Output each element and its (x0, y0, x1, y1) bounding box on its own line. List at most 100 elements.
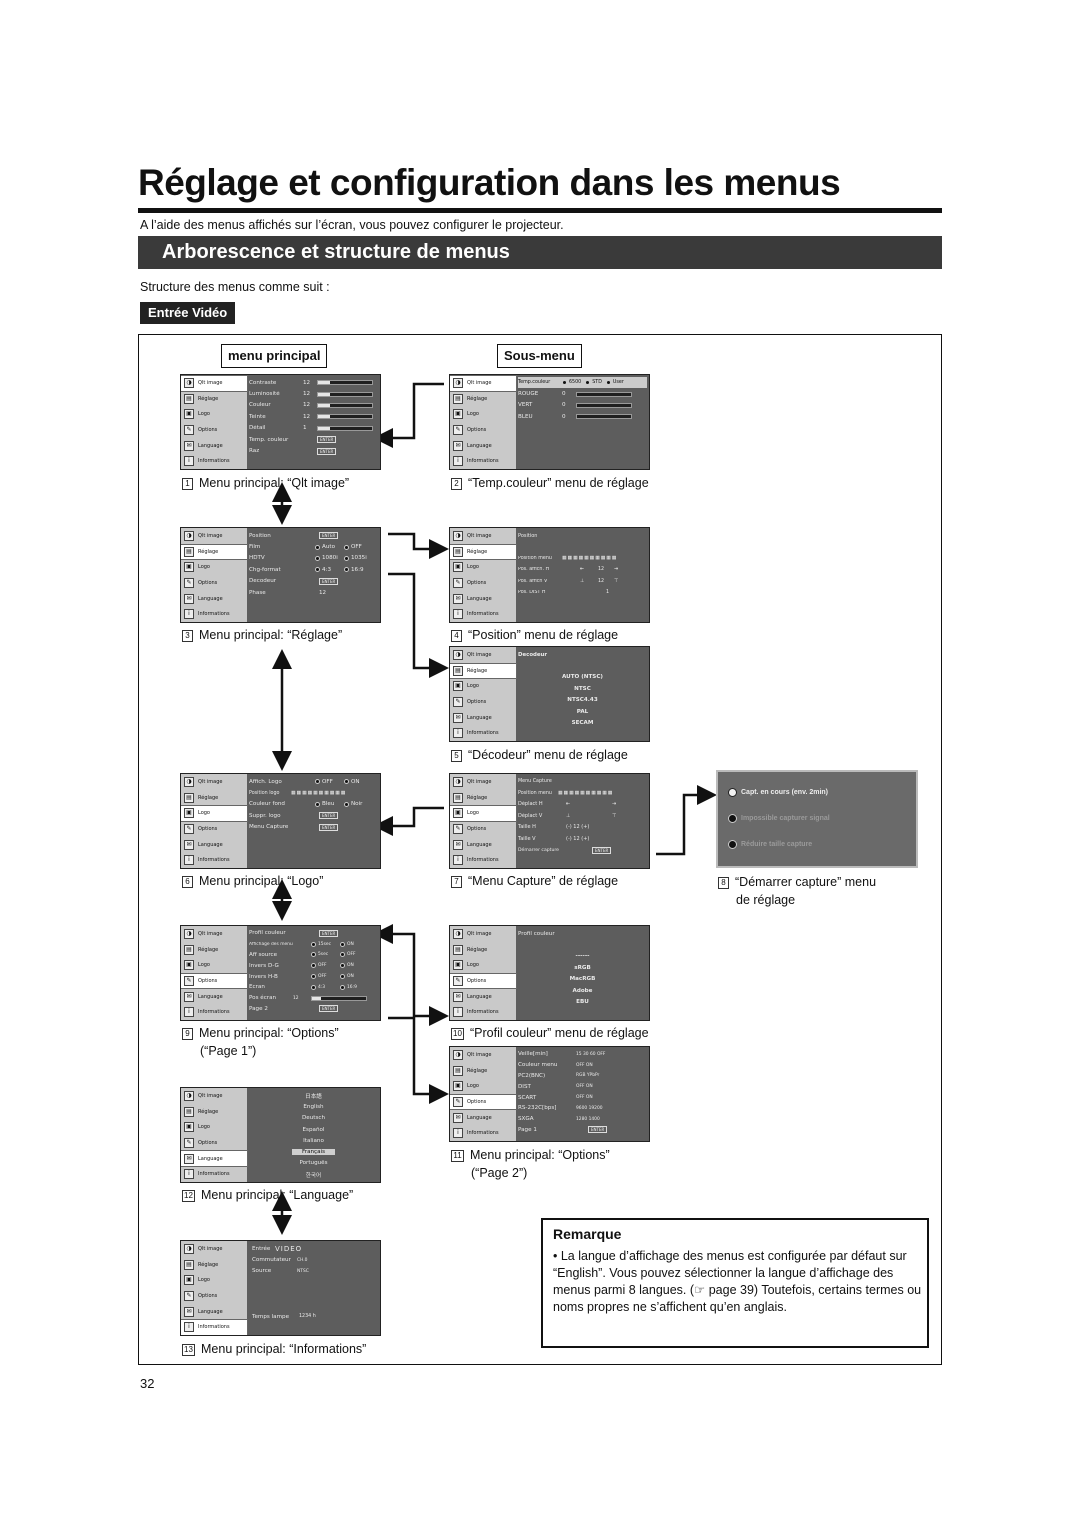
info-icon: i (453, 855, 463, 866)
picture-icon: ◑ (184, 777, 194, 788)
screen-options-page1: ◑Qlt image▤Réglage▣Logo✎Options✉Language… (180, 925, 381, 1021)
wrench-icon: ✎ (453, 976, 463, 987)
logo-icon: ▣ (184, 808, 194, 819)
screen-options-page2: ◑Qlt image▤Réglage▣Logo✎Options✉Language… (449, 1046, 650, 1142)
screen-reglage: ◑Qlt image▤Réglage▣Logo✎Options✉Language… (180, 527, 381, 623)
info-icon: i (184, 456, 194, 467)
wrench-icon: ✎ (184, 1138, 194, 1149)
menu-row-label: Détail (249, 425, 266, 432)
language-icon: ✉ (184, 991, 194, 1002)
adjust-icon: ▤ (453, 944, 463, 955)
screen-position: ◑Qlt image▤Réglage▣Logo✎Options✉Language… (449, 527, 650, 623)
wrench-icon: ✎ (184, 425, 194, 436)
section-title: Arborescence et structure de menus (162, 241, 510, 263)
info-icon: i (184, 1169, 194, 1180)
adjust-icon: ▤ (184, 393, 194, 404)
caption-4: 4“Position” menu de réglage (451, 626, 618, 644)
caption-7: 7“Menu Capture” de réglage (451, 872, 618, 890)
language-icon: ✉ (184, 1153, 194, 1164)
picture-icon: ◑ (184, 531, 194, 542)
language-icon: ✉ (453, 991, 463, 1002)
info-icon: i (184, 1322, 194, 1333)
wrench-icon: ✎ (453, 425, 463, 436)
menu-row-label: Temp. couleur (249, 436, 289, 443)
language-icon: ✉ (184, 839, 194, 850)
logo-icon: ▣ (184, 562, 194, 573)
screen-capture-status: Capt. en cours (env. 2min) Impossible ca… (716, 770, 918, 868)
language-icon: ✉ (453, 440, 463, 451)
screen-profil-couleur: ◑Qlt image▤Réglage▣Logo✎Options✉Language… (449, 925, 650, 1021)
caption-10: 10“Profil couleur” menu de réglage (451, 1024, 649, 1042)
menu-tree-frame (138, 334, 942, 1365)
menu-row-label: Contraste (249, 379, 277, 386)
wrench-icon: ✎ (184, 1291, 194, 1302)
logo-icon: ▣ (453, 409, 463, 420)
logo-icon: ▣ (184, 1122, 194, 1133)
nav-reglage: ▤Réglage (181, 392, 247, 407)
section-bar: Arborescence et structure de menus (138, 236, 942, 269)
picture-icon: ◑ (453, 1050, 463, 1061)
remark-text: • La langue d’affichage des menus est co… (553, 1249, 922, 1314)
menu-row-label: Raz (249, 448, 260, 455)
logo-icon: ▣ (184, 960, 194, 971)
wrench-icon: ✎ (184, 578, 194, 589)
logo-icon: ▣ (453, 960, 463, 971)
caption-5: 5“Décodeur” menu de réglage (451, 746, 628, 764)
adjust-icon: ▤ (453, 1065, 463, 1076)
picture-icon: ◑ (184, 378, 194, 389)
menu-row-label: Luminosité (249, 391, 280, 398)
screen-logo: ◑Qlt image▤Réglage▣Logo✎Options✉Language… (180, 773, 381, 869)
screen-informations: ◑Qlt image▤Réglage▣Logo✎Options✉Language… (180, 1240, 381, 1336)
wrench-icon: ✎ (184, 976, 194, 987)
info-icon: i (453, 1128, 463, 1139)
adjust-icon: ▤ (184, 546, 194, 557)
picture-icon: ◑ (453, 650, 463, 661)
wrench-icon: ✎ (453, 1097, 463, 1108)
screen-qlt-image: ◑Qlt image▤Réglage▣Logo✎Options✉Language… (180, 374, 381, 470)
logo-icon: ▣ (453, 681, 463, 692)
screen-menu-capture: ◑Qlt image▤Réglage▣Logo✎Options✉Language… (449, 773, 650, 869)
wrench-icon: ✎ (453, 824, 463, 835)
wrench-icon: ✎ (453, 578, 463, 589)
main-menu-label: menu principal (221, 344, 328, 368)
remark-box: Remarque • La langue d’affichage des men… (541, 1218, 929, 1348)
sub-menu-label: Sous-menu (497, 344, 582, 368)
info-icon: i (184, 855, 194, 866)
picture-icon: ◑ (453, 777, 463, 788)
picture-icon: ◑ (184, 1244, 194, 1255)
intro-text: A l’aide des menus affichés sur l’écran,… (140, 218, 564, 232)
structure-text: Structure des menus comme suit : (140, 280, 330, 294)
nav-qlt-image: ◑Qlt image (181, 375, 248, 392)
menu-row-label: Teinte (249, 413, 266, 420)
adjust-icon: ▤ (184, 792, 194, 803)
screen-decodeur: ◑Qlt image▤Réglage▣Logo✎Options✉Language… (449, 646, 650, 742)
menu-row-label: Couleur (249, 402, 271, 409)
page-title: Réglage et configuration dans les menus (138, 162, 841, 203)
logo-icon: ▣ (453, 1081, 463, 1092)
picture-icon: ◑ (184, 1091, 194, 1102)
info-icon: i (453, 1007, 463, 1018)
language-icon: ✉ (453, 839, 463, 850)
title-rule (138, 208, 942, 213)
adjust-icon: ▤ (453, 665, 463, 676)
adjust-icon: ▤ (184, 1259, 194, 1270)
remark-title: Remarque (553, 1226, 622, 1242)
wrench-icon: ✎ (184, 824, 194, 835)
language-icon: ✉ (453, 593, 463, 604)
info-icon: i (184, 1007, 194, 1018)
screen-language: ◑Qlt image▤Réglage▣Logo✎Options✉Language… (180, 1087, 381, 1183)
logo-icon: ▣ (453, 808, 463, 819)
language-icon: ✉ (453, 712, 463, 723)
nav-options: ✎Options (181, 423, 247, 438)
info-icon: i (453, 609, 463, 620)
logo-icon: ▣ (184, 1275, 194, 1286)
picture-icon: ◑ (453, 531, 463, 542)
